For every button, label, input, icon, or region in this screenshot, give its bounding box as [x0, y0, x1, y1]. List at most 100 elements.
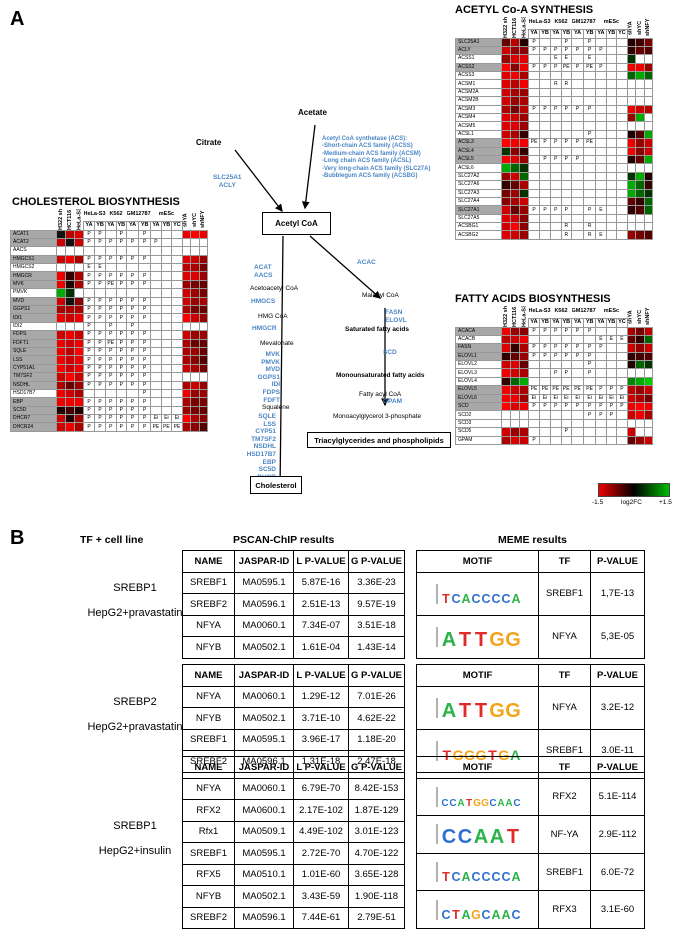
meme-tf-cell: SREBF1 [538, 852, 591, 892]
motif-letter: A [511, 592, 520, 606]
pscan-cell: 2.51E-13 [293, 593, 349, 616]
enzyme: HSD17B7 [246, 450, 276, 458]
legend-low: -1.5 [592, 499, 604, 506]
motif-letter: G [498, 748, 509, 763]
gene-row: SLC27A6 [455, 180, 654, 190]
enzyme-fasn: FASN [385, 309, 403, 316]
meme-pvalue-cell: 6.0E-72 [590, 852, 645, 892]
pscan-cell: 4.49E-102 [293, 820, 349, 843]
meme-column-header: TF [538, 756, 591, 779]
meme-column-header: P-VALUE [590, 664, 645, 687]
motif-letter: C [501, 870, 510, 884]
motif-letter: C [481, 870, 490, 884]
meme-column-header: P-VALUE [590, 550, 645, 573]
motif-letter: C [449, 798, 456, 809]
pscan-cell: SREBF2 [182, 906, 235, 929]
pscan-cell: 1.01E-60 [293, 863, 349, 886]
motif-letter: A [501, 908, 510, 922]
pscan-column-header: NAME [182, 756, 235, 779]
chip-cell: R [583, 230, 597, 240]
fatty-table-title: FATTY ACIDS BIOSYNTHESIS [455, 293, 611, 305]
meme-tf-cell: NF-YA [538, 815, 591, 854]
acat-enzymes: ACAT AACS [254, 264, 272, 279]
pscan-cell: 6.79E-70 [293, 777, 349, 800]
motif-letter: C [491, 870, 500, 884]
fatty-acyl-coa-label: Fatty acyl CoA [359, 391, 402, 398]
pscan-column-header: G P-VALUE [348, 756, 405, 779]
motif-letter: T [474, 629, 486, 649]
pscan-cell: MA0510.1 [234, 863, 294, 886]
enzyme: MVD [265, 366, 280, 374]
enzyme: EBP [262, 458, 276, 466]
gene-row: PMVK [10, 288, 209, 298]
enzyme: IDI [271, 381, 280, 389]
pscan-cell: MA0595.1 [234, 728, 294, 751]
motif-letter: G [489, 629, 505, 649]
pscan-cell: 2.79E-51 [348, 906, 405, 929]
pscan-cell: MA0600.1 [234, 799, 294, 822]
motif-letter: T [465, 798, 471, 809]
pscan-cell: MA0060.1 [234, 777, 294, 800]
meme-pvalue-cell: 2.9E-112 [590, 815, 645, 854]
pscan-cell: NFYB [182, 636, 235, 659]
meme-tf-cell: SREBF1 [538, 571, 591, 616]
pscan-cell: MA0596.1 [234, 593, 294, 616]
saturated-fa-label: Saturated fatty acids [345, 326, 409, 333]
enzyme: FDPS [262, 388, 280, 396]
meme-tf-cell: NFYA [538, 685, 591, 730]
pscan-cell: 3.96E-17 [293, 728, 349, 751]
pscan-cell: 3.36E-23 [348, 571, 405, 594]
motif-letter: C [471, 870, 480, 884]
pscan-column-header: L P-VALUE [293, 550, 349, 573]
pscan-cell: MA0595.1 [234, 842, 294, 865]
motif-letter: A [441, 629, 455, 649]
motif-letter: A [461, 870, 470, 884]
pscan-cell: RFX5 [182, 863, 235, 886]
citrate-label: Citrate [196, 138, 222, 147]
pscan-cell: 1.43E-14 [348, 636, 405, 659]
cholesterol-box: Cholesterol [250, 476, 302, 494]
chip-cell: P [93, 422, 107, 432]
pscan-cell: MA0509.1 [234, 820, 294, 843]
motif-letter: A [489, 826, 503, 846]
tf-cell-header: TF + cell line [80, 534, 144, 546]
acs-line: Acetyl CoA synthetase (ACS): [322, 136, 408, 142]
pscan-cell: 7.44E-61 [293, 906, 349, 929]
pscan-column-header: NAME [182, 550, 235, 573]
enzyme: GGPS1 [257, 373, 280, 381]
motif-letter: G [475, 748, 486, 763]
enzyme-acat: ACAT [254, 264, 272, 271]
motif-letter: C [441, 908, 450, 922]
pscan-cell: NFYA [182, 777, 235, 800]
hmg-coa-label: HMG CoA [258, 313, 288, 320]
pscan-cell: 7.34E-07 [293, 614, 349, 637]
meme-column-header: TF [538, 664, 591, 687]
legend-high: +1.5 [659, 499, 672, 506]
motif-letter: A [510, 748, 520, 763]
meme-column-header: MOTIF [416, 664, 539, 687]
acetyl-coa-box: Acetyl CoA [262, 212, 331, 235]
hmgcs-enzyme: HMGCS [251, 298, 276, 305]
